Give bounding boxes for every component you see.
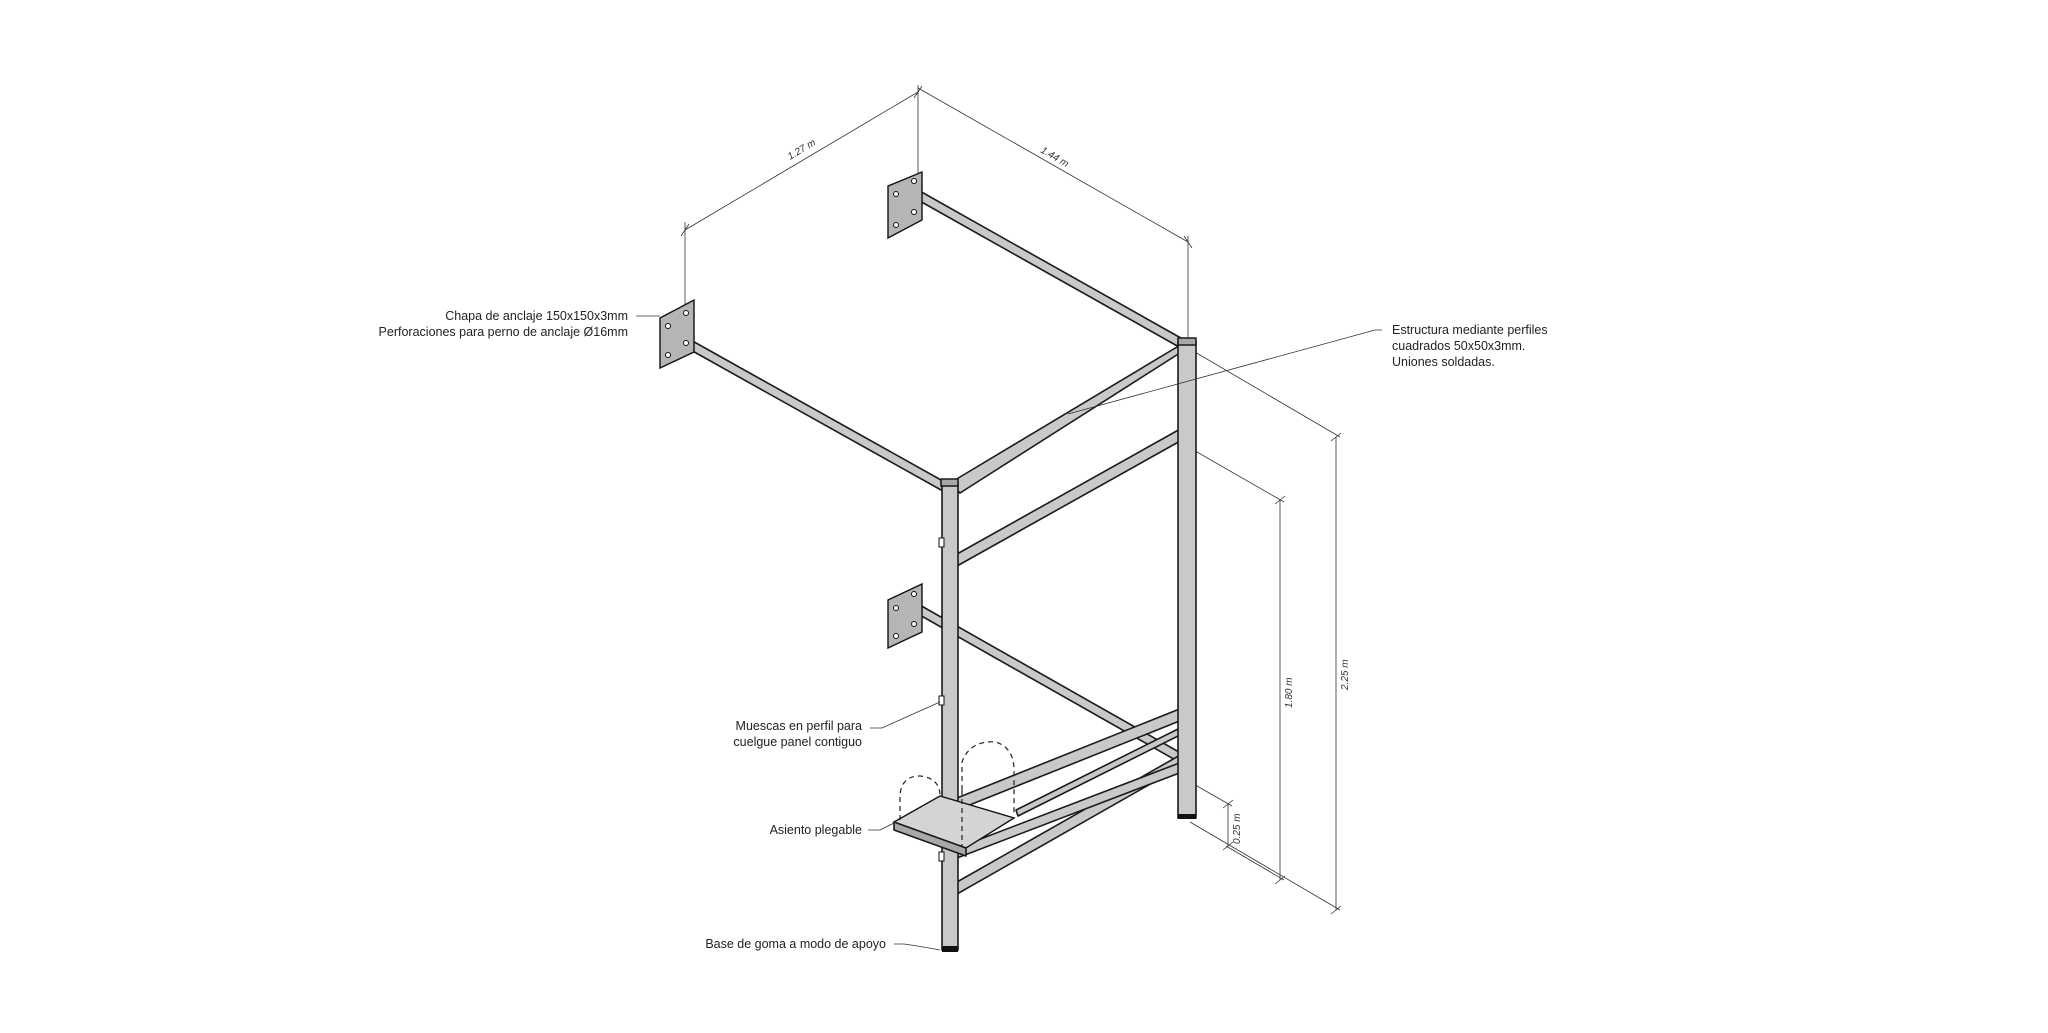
notch-3 (938, 851, 945, 862)
post-back (1177, 341, 1197, 819)
bolt-hole (683, 340, 689, 346)
dim-tick (1330, 905, 1342, 915)
seat-folded-outline-2 (961, 741, 1015, 816)
dim-tick (680, 223, 690, 237)
rubber-foot-back (1178, 814, 1196, 819)
dim-tick (1274, 875, 1286, 885)
notches-note-line1: Muescas en perfil para (736, 719, 863, 733)
rubber-foot-front (942, 946, 958, 952)
seat-edge (893, 821, 967, 857)
dim-tick (1183, 235, 1193, 249)
plate-face (887, 582, 923, 650)
anchor-plates (659, 170, 923, 650)
bolt-hole (665, 352, 671, 358)
post-front (941, 483, 959, 951)
plate-face (659, 298, 695, 370)
bar-foot-back (956, 761, 1183, 859)
bolt-hole (911, 178, 917, 184)
leader-notches (870, 701, 941, 729)
bar-top-left (679, 333, 951, 496)
notches-note-line2: cuelgue panel contiguo (733, 735, 862, 749)
dim-label-height-seat: 0.25 m (1232, 813, 1243, 844)
base-note: Base de goma a modo de apoyo (705, 937, 886, 951)
plate-note-line2: Perforaciones para perno de anclaje Ø16m… (379, 325, 628, 339)
bar-lower-side (956, 707, 1183, 811)
plate-note-line1: Chapa de anclaje 150x150x3mm (445, 309, 628, 323)
dim-ext-mid (1189, 447, 1285, 503)
dim-tick (1222, 799, 1234, 809)
leader-seat (868, 821, 897, 831)
seat-folded-outline-1 (899, 775, 941, 820)
dim-ext-top (1187, 347, 1341, 438)
dim-label-height-mid: 1.80 m (1284, 677, 1295, 708)
structure-note-line2: cuadrados 50x50x3mm. (1392, 339, 1525, 353)
bolt-hole (893, 633, 899, 639)
bar-front-upper (956, 427, 1183, 567)
dim-label-height-total: 2.25 m (1340, 659, 1351, 691)
bolt-hole (893, 605, 899, 611)
dim-tick (1222, 841, 1234, 851)
bolt-hole (911, 209, 917, 215)
dim-ext-bottom (1189, 821, 1341, 911)
dim-tick (1330, 432, 1342, 442)
plate-face (887, 170, 923, 240)
post-front-cap (940, 478, 959, 487)
structure-note-line3: Uniones soldadas. (1392, 355, 1495, 369)
notch-1 (938, 537, 945, 548)
anchor-plate-top-back (887, 170, 923, 240)
anchor-plate-lower (887, 582, 923, 650)
anchor-plate-top-left (659, 298, 695, 370)
dim-ext-mid-bottom (1225, 845, 1285, 881)
dim-ext-seat (1189, 781, 1233, 807)
dim-line-depth (684, 91, 919, 231)
leader-lines (636, 315, 1382, 951)
dim-label-depth: 1.27 m (786, 137, 818, 162)
post-back-cap (1177, 337, 1197, 346)
leader-structure (1067, 329, 1382, 415)
annotations: Chapa de anclaje 150x150x3mm Perforacion… (379, 309, 1548, 951)
bolt-hole (683, 310, 689, 316)
frame (679, 189, 1197, 952)
leader-base (894, 943, 941, 951)
bolt-hole (911, 591, 917, 597)
bolt-hole (893, 191, 899, 197)
dimension-lines: 1.27 m 1.44 m 2.25 m 1.80 m 0.25 m (680, 85, 1351, 915)
folding-seat (892, 741, 1016, 857)
bolt-hole (665, 323, 671, 329)
notch-2 (938, 695, 945, 706)
bolt-hole (893, 222, 899, 228)
bar-top-front (949, 343, 1195, 494)
bolt-hole (911, 621, 917, 627)
dim-tick (913, 85, 923, 99)
structure-note-line1: Estructura mediante perfiles (1392, 323, 1548, 337)
dim-tick (1274, 495, 1286, 505)
bar-top-back (917, 189, 1189, 353)
dim-line-width (917, 87, 1189, 243)
seat-note: Asiento plegable (770, 823, 862, 837)
